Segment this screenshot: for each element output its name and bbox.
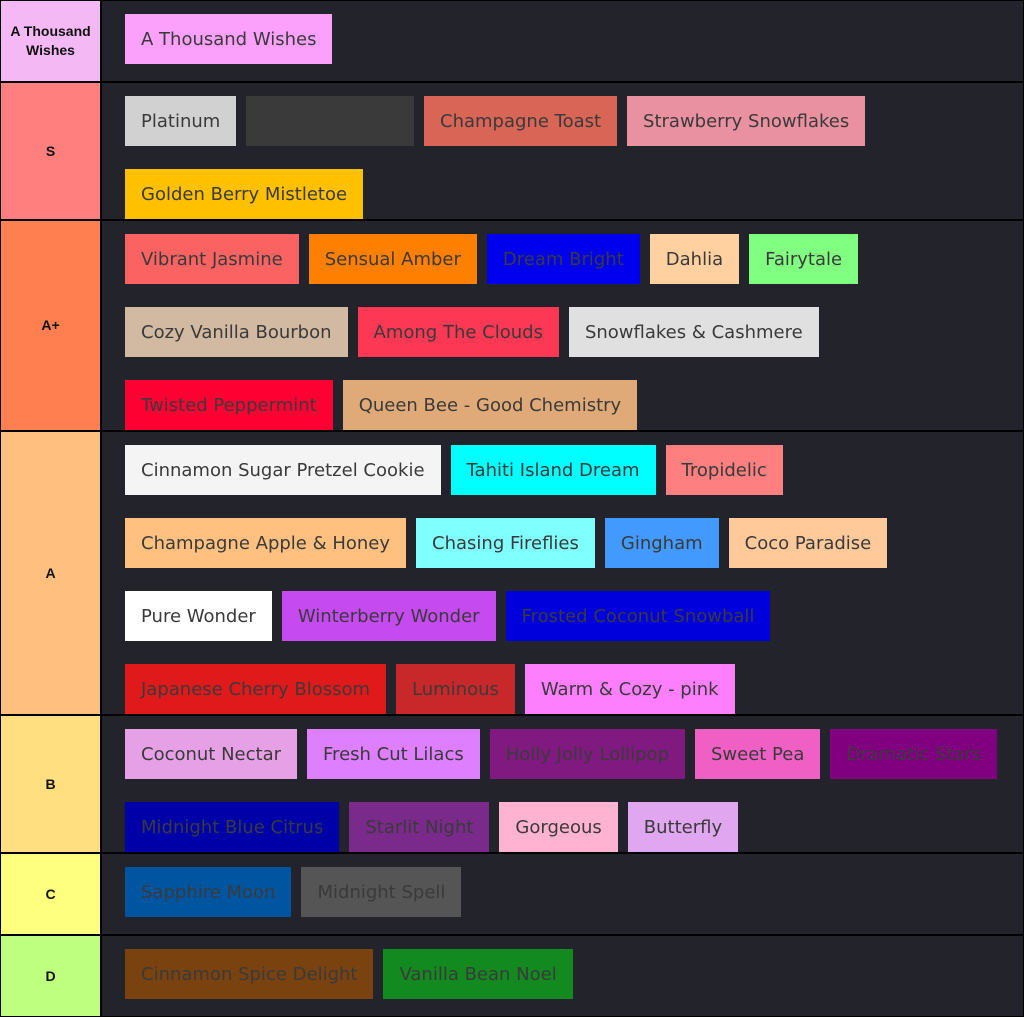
tier-item[interactable]: Japanese Cherry Blossom bbox=[125, 664, 387, 714]
tier-item[interactable]: Champagne Toast bbox=[424, 96, 618, 146]
tier-item[interactable]: Gorgeous bbox=[499, 802, 618, 852]
tier-item[interactable]: Strawberry Snowflakes bbox=[627, 96, 866, 146]
tier-label[interactable]: C bbox=[1, 854, 100, 934]
tier-items-container[interactable]: A Thousand Wishes bbox=[102, 1, 1023, 81]
tier-item[interactable]: Winterberry Wonder bbox=[281, 591, 496, 641]
tier-label[interactable]: A bbox=[1, 432, 100, 714]
tier-item[interactable]: Vanilla Bean Noel bbox=[383, 949, 573, 999]
tier-item[interactable]: Sweet Pea bbox=[694, 729, 821, 779]
tier-item[interactable]: Tahiti Island Dream bbox=[450, 445, 656, 495]
tier-item[interactable]: Fairytale bbox=[749, 234, 859, 284]
tier-item[interactable]: Dream Bright bbox=[486, 234, 640, 284]
tier-item[interactable]: Butterfly bbox=[627, 802, 739, 852]
tier-label[interactable]: S bbox=[1, 83, 100, 219]
tier-item[interactable]: Chasing Fireflies bbox=[416, 518, 595, 568]
tier-label[interactable]: B bbox=[1, 716, 100, 852]
tier-item[interactable]: Holly Jolly Lollipop bbox=[489, 729, 685, 779]
tier-item[interactable]: Dramatic Stars bbox=[830, 729, 998, 779]
tier-item[interactable]: Vibrant Jasmine bbox=[125, 234, 299, 284]
tier-item[interactable]: Black Diamond bbox=[246, 96, 414, 146]
tier-item[interactable]: Fresh Cut Lilacs bbox=[307, 729, 480, 779]
tier-item[interactable]: Among The Clouds bbox=[357, 307, 559, 357]
tier-item[interactable]: Queen Bee - Good Chemistry bbox=[342, 380, 638, 430]
tier-item[interactable]: A Thousand Wishes bbox=[125, 14, 333, 64]
tier-item[interactable]: Gingham bbox=[604, 518, 719, 568]
tier-item[interactable]: Midnight Spell bbox=[301, 867, 462, 917]
tier-item[interactable]: Champagne Apple & Honey bbox=[125, 518, 407, 568]
tier-item[interactable]: Pure Wonder bbox=[125, 591, 272, 641]
tier-item[interactable]: Warm & Cozy - pink bbox=[524, 664, 735, 714]
tier-label[interactable]: A+ bbox=[1, 221, 100, 430]
tier-label[interactable]: D bbox=[1, 936, 100, 1016]
tier-item[interactable]: Platinum bbox=[125, 96, 237, 146]
tier-item[interactable]: Cinnamon Sugar Pretzel Cookie bbox=[125, 445, 441, 495]
tier-item[interactable]: Coconut Nectar bbox=[125, 729, 298, 779]
tier-item[interactable]: Tropidelic bbox=[665, 445, 783, 495]
tier-item[interactable]: Cinnamon Spice Delight bbox=[125, 949, 374, 999]
tier-item[interactable]: Cozy Vanilla Bourbon bbox=[125, 307, 348, 357]
tier-item[interactable]: Midnight Blue Citrus bbox=[125, 802, 340, 852]
tier-item[interactable]: Sensual Amber bbox=[308, 234, 477, 284]
tier-item[interactable]: Luminous bbox=[396, 664, 515, 714]
tier-item[interactable]: Starlit Night bbox=[349, 802, 490, 852]
tier-item[interactable]: Sapphire Moon bbox=[125, 867, 292, 917]
tier-item[interactable]: Snowflakes & Cashmere bbox=[568, 307, 819, 357]
tier-row: A Thousand Wishes A Thousand Wishes bbox=[0, 1, 1024, 81]
tier-item[interactable]: Dahlia bbox=[649, 234, 740, 284]
tier-item[interactable]: Golden Berry Mistletoe bbox=[125, 169, 364, 219]
tier-label[interactable]: A Thousand Wishes bbox=[1, 1, 100, 81]
tier-item[interactable]: Coco Paradise bbox=[728, 518, 888, 568]
tier-item[interactable]: Twisted Peppermint bbox=[125, 380, 333, 430]
tier-item[interactable]: Frosted Coconut Snowball bbox=[505, 591, 771, 641]
